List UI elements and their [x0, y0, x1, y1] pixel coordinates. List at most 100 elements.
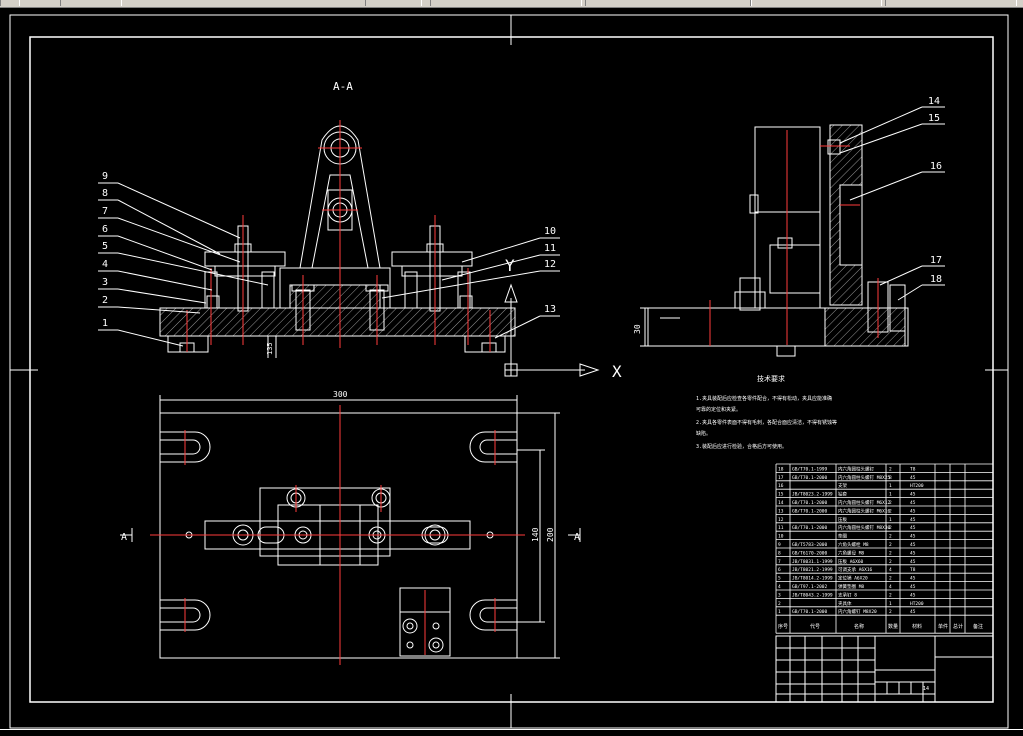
bom-row-material: 45 [910, 525, 916, 531]
bom-row-no: 1 [778, 609, 781, 615]
bom-row-no: 7 [778, 559, 781, 565]
toolbar-layer-control[interactable] [365, 0, 422, 6]
bom-row-no: 5 [778, 576, 781, 582]
balloons-right-front [381, 237, 560, 339]
balloon-8: 8 [102, 188, 108, 199]
balloon-16: 16 [930, 161, 942, 172]
dim-height-inner: 140 [531, 527, 540, 542]
bom-row-qty: 2 [889, 466, 892, 472]
bom-row-code: GB/T97.1-2002 [792, 584, 828, 590]
bom-row-material: 45 [910, 592, 916, 598]
bom-row-material: 45 [910, 492, 916, 498]
front-section-view [159, 125, 516, 358]
bom-row-material: 45 [910, 550, 916, 556]
plan-centerlines [150, 405, 525, 665]
bom-row-no: 6 [778, 567, 781, 573]
notes-line-5: 3.装配后应进行检验，合格后方可使用。 [696, 443, 787, 450]
ucs-icon [504, 283, 600, 377]
status-bar [0, 729, 1023, 736]
bom-row-name: 内六角圆柱头螺钉 M8X25 [838, 474, 891, 481]
outer-frame [9, 14, 1009, 729]
bom-row-name: 弹簧垫圈 M8 [838, 583, 864, 590]
balloon-9: 9 [102, 171, 108, 182]
bom-row-material: 45 [910, 609, 916, 615]
balloons-side [839, 106, 945, 301]
bom-header-4: 材料 [912, 623, 922, 630]
dim-height-outer: 200 [546, 527, 555, 542]
bom-row-no: 8 [778, 550, 781, 556]
bom-row-no: 12 [778, 517, 784, 523]
bom-row-name: 压板 A6X60 [838, 558, 864, 565]
bom-row-no: 3 [778, 592, 781, 598]
balloon-7: 7 [102, 206, 108, 217]
bom-row-qty: 1 [889, 517, 892, 523]
bom-row-material: T8 [910, 466, 916, 472]
bom-row-qty: 4 [889, 584, 892, 590]
dim-width: 300 [333, 390, 348, 399]
drawing-canvas[interactable]: A-A [0, 7, 1023, 729]
bom-row-material: 45 [910, 500, 916, 506]
bom-row-no: 15 [778, 492, 784, 498]
bom-row-material: 45 [910, 542, 916, 548]
bom-row-material: 45 [910, 534, 916, 540]
side-centerlines [709, 130, 879, 346]
bom-row-code: GB/T70.1-2000 [792, 500, 828, 506]
bom-header-0: 序号 [778, 623, 788, 630]
bom-row-code: JB/T8021.2-1999 [792, 567, 833, 573]
balloon-1: 1 [102, 318, 108, 329]
toolbar-plotstyle-dropdown[interactable] [885, 0, 1017, 6]
bom-row-qty: 2 [889, 559, 892, 565]
balloon-4: 4 [102, 259, 108, 270]
bom-row-qty: 4 [889, 567, 892, 573]
bom-row-qty: 2 [889, 609, 892, 615]
bom-row-name: 垫圈 [838, 533, 847, 540]
bom-row-name: 内六角圆柱头螺钉 M6X12 [838, 499, 891, 506]
bom-row-no: 17 [778, 475, 784, 481]
bom-header-5: 单件 [938, 623, 948, 630]
bom-row-no: 14 [778, 500, 784, 506]
dim-small: 135 [266, 342, 274, 355]
bom-row-qty: 2 [889, 525, 892, 531]
balloon-6: 6 [102, 224, 108, 235]
bom-row-code: GB/T70.1-2000 [792, 475, 828, 481]
bom-row-qty: 1 [889, 483, 892, 489]
bom-row-code: GB/T6170-2000 [792, 550, 828, 556]
bom-header-2: 名称 [854, 623, 864, 630]
balloon-14: 14 [928, 96, 940, 107]
bom-row-material: T8 [910, 567, 916, 573]
balloons-left [98, 182, 269, 347]
bom-row-name: 内六角圆柱头螺钉 [838, 465, 874, 472]
bom-row-name: 定位销 A6X20 [838, 575, 868, 582]
toolbar-icon-1[interactable] [0, 0, 20, 6]
side-dim [640, 307, 648, 347]
ucs-y-label: Y [505, 256, 515, 275]
bom-row-name: 支架 [838, 482, 847, 489]
notes-line-1: 1.夹具装配后应检查各零件配合，不得有松动，夹具应能准确 [696, 395, 832, 402]
toolbar-layer-dropdown[interactable] [430, 0, 582, 6]
section-label: A-A [333, 80, 353, 93]
bom-row-name: 压板 [838, 516, 847, 523]
bom-row-name: 六角头螺栓 M8 [838, 541, 869, 548]
balloon-2: 2 [102, 295, 108, 306]
toolbar-linetype-dropdown[interactable] [585, 0, 752, 6]
bom-row-name: 夹具体 [838, 600, 852, 607]
bom-row-name: 内六角圆柱头螺钉 M8X30 [838, 524, 891, 531]
bom-row-code: GB/T70.1-2000 [792, 525, 828, 531]
toolbar-icon-group[interactable] [60, 0, 122, 6]
bom-row-code: JB/T8031.1-1999 [792, 559, 833, 565]
bom-row-qty: 2 [889, 576, 892, 582]
bom-row-material: 45 [910, 576, 916, 582]
balloon-11: 11 [544, 243, 556, 254]
bom-row-no: 10 [778, 534, 784, 540]
bom-row-no: 16 [778, 483, 784, 489]
bom-row-qty: 8 [889, 475, 892, 481]
bom-row-code: JB/T8014.2-1999 [792, 576, 833, 582]
notes-line-3: 2.夹具各零件表面不得有毛刺，各配合面应清洁，不得有锈蚀等 [696, 419, 837, 426]
toolbar-lineweight-dropdown[interactable] [750, 0, 882, 6]
tech-notes: 技术要求 1.夹具装配后应检查各零件配合，不得有松动，夹具应能准确 可靠的定位和… [696, 374, 837, 450]
toolbar-strip [0, 0, 1023, 8]
plan-dims [120, 395, 581, 659]
bom-row-name: 钻套 [838, 491, 847, 498]
balloon-18: 18 [930, 274, 942, 285]
bom-row-no: 9 [778, 542, 781, 548]
